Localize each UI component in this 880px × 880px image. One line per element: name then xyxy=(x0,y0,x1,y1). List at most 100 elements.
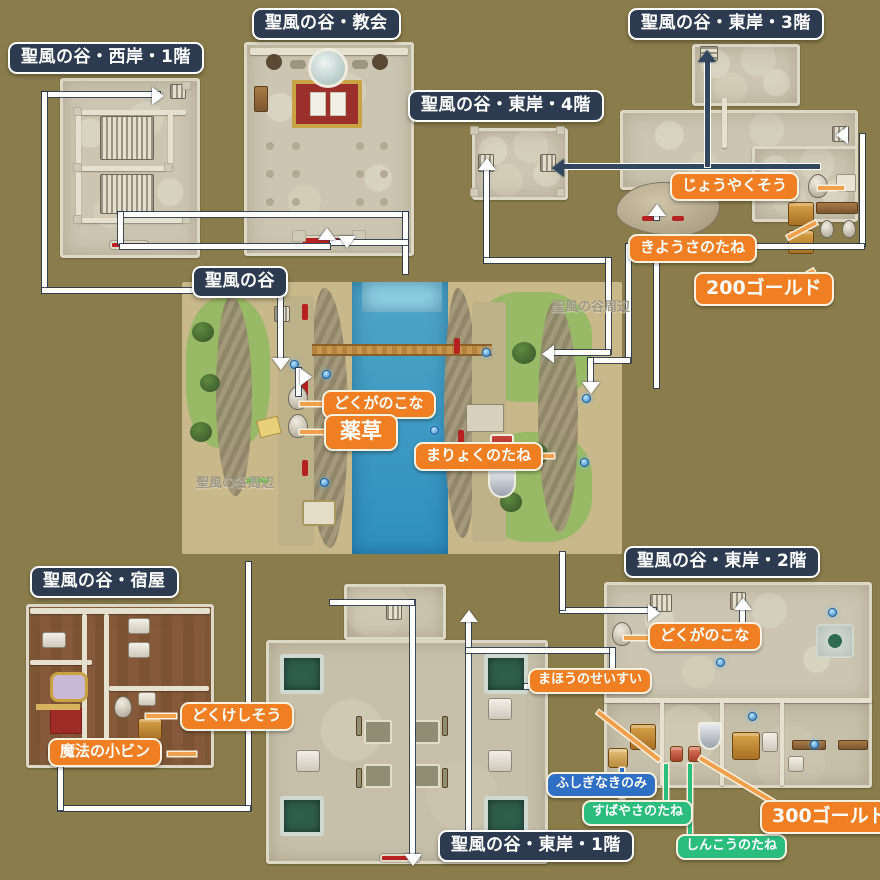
wall xyxy=(30,660,92,665)
item-badge-mahou-no-kobin: 魔法の小ビン xyxy=(48,738,163,767)
route-arrow xyxy=(318,228,336,240)
wall xyxy=(76,218,186,223)
item-badge-kiyousanotane: きようさのたね xyxy=(628,234,758,263)
route-line xyxy=(654,260,659,388)
region-west-bank-1f xyxy=(60,78,200,258)
route-line xyxy=(58,760,63,810)
title-badge-east-bank-4f: 聖風の谷・東岸・4階 xyxy=(408,90,604,123)
pew xyxy=(356,170,364,178)
pillar xyxy=(164,163,173,172)
wall xyxy=(720,700,724,786)
tree xyxy=(512,342,536,364)
table xyxy=(364,720,392,744)
priest-stand xyxy=(254,86,268,112)
route-line xyxy=(560,608,656,613)
furniture xyxy=(296,750,320,772)
stairs xyxy=(100,174,154,214)
table xyxy=(412,764,440,788)
item-badge-mahounoseisui: まほうのせいすい xyxy=(528,668,653,694)
item-badge-joyakusou: じょうやくそう xyxy=(670,172,800,201)
wall xyxy=(109,686,209,691)
route-line xyxy=(58,806,250,811)
treasure-chest xyxy=(138,718,162,740)
furniture xyxy=(488,750,512,772)
pew xyxy=(380,142,388,150)
wall xyxy=(722,98,727,148)
leader-line xyxy=(300,430,328,434)
pew xyxy=(266,198,274,206)
armor-shop-icon xyxy=(488,468,516,498)
route-arrow xyxy=(836,126,848,144)
pillar xyxy=(73,163,82,172)
tree xyxy=(200,374,220,392)
route-line xyxy=(466,622,471,844)
title-badge-east-bank-3f: 聖風の谷・東岸・3階 xyxy=(628,8,824,41)
region-east-bank-1f xyxy=(262,582,552,868)
watermark-valley-right: 聖風の谷周辺 xyxy=(552,300,631,315)
marker-point xyxy=(828,608,837,617)
route-line xyxy=(410,600,415,858)
route-arrow xyxy=(582,382,600,394)
marker-point xyxy=(290,360,299,369)
bed xyxy=(128,618,150,634)
title-badge-east-bank-1f: 聖風の谷・東岸・1階 xyxy=(438,830,634,863)
wall xyxy=(660,700,664,786)
route-arrow xyxy=(404,854,422,866)
route-line xyxy=(466,648,614,653)
wall xyxy=(30,608,210,614)
rug xyxy=(50,708,82,734)
pew xyxy=(380,170,388,178)
pillar xyxy=(470,126,479,135)
route-line xyxy=(42,92,160,97)
route-arrow xyxy=(648,604,660,622)
treasure-chest xyxy=(732,732,760,760)
pot xyxy=(842,220,856,238)
furniture xyxy=(762,732,778,752)
counter xyxy=(36,704,80,710)
church-emblem-icon xyxy=(308,48,348,88)
pot xyxy=(820,220,834,238)
cave-entrance xyxy=(642,216,654,221)
pool xyxy=(280,654,324,694)
pillar xyxy=(182,81,191,90)
pillar xyxy=(556,126,565,135)
bench xyxy=(838,740,868,750)
building-roof xyxy=(466,404,504,432)
pew xyxy=(266,142,274,150)
bed xyxy=(42,632,66,648)
pillar xyxy=(556,188,565,197)
herb-patch xyxy=(246,478,270,483)
bridge xyxy=(312,344,492,356)
treasure-chest-small xyxy=(670,746,683,762)
bed xyxy=(128,642,150,658)
route-arrow xyxy=(272,358,290,370)
route-line xyxy=(588,358,630,363)
item-badge-fushigina-kinomi: ふしぎなきのみ xyxy=(546,772,658,798)
leader-line xyxy=(624,636,652,640)
route-arrow xyxy=(478,158,496,170)
pot xyxy=(612,622,632,646)
leader-line xyxy=(818,186,844,190)
pillar xyxy=(73,215,82,224)
route-arrow xyxy=(152,87,164,105)
marker-point xyxy=(322,370,331,379)
candle xyxy=(372,54,388,70)
item-badge-yakusou: 薬草 xyxy=(324,414,398,452)
tree xyxy=(192,322,214,342)
stairs xyxy=(100,116,154,160)
candle xyxy=(352,60,368,69)
item-badge-gold-200: 200ゴールド xyxy=(694,272,834,306)
item-badge-dokuganokona-1: どくがのこな xyxy=(322,390,436,419)
pew xyxy=(356,198,364,206)
route-line xyxy=(278,288,283,362)
marker-point xyxy=(716,658,725,667)
cliff xyxy=(538,302,578,532)
route-line xyxy=(610,648,615,686)
title-badge-church: 聖風の谷・教会 xyxy=(252,8,401,41)
route-line xyxy=(654,212,659,220)
entry-vestibule xyxy=(344,584,446,640)
route-line xyxy=(626,244,631,362)
chair xyxy=(442,768,448,788)
chair xyxy=(442,716,448,736)
shelf xyxy=(816,202,858,214)
